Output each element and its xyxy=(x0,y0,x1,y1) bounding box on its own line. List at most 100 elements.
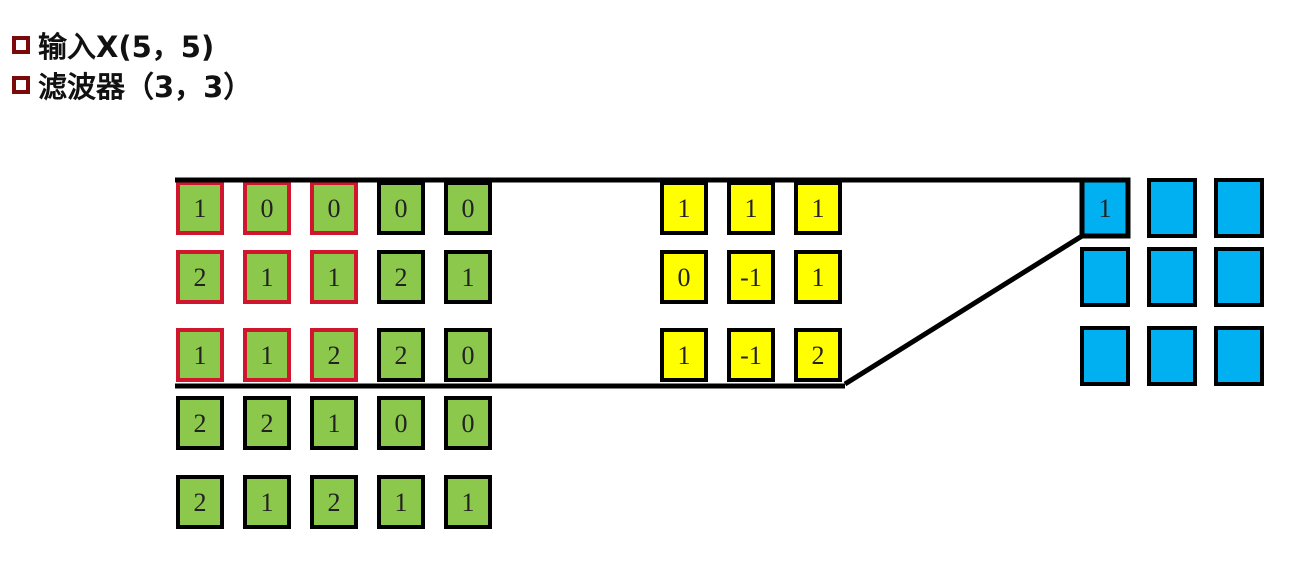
filter-cell: -1 xyxy=(727,328,775,382)
input-cell: 2 xyxy=(176,250,224,304)
input-cell: 2 xyxy=(176,475,224,529)
input-cell-value: 1 xyxy=(261,263,274,292)
input-cell: 1 xyxy=(444,250,492,304)
filter-cell: 1 xyxy=(660,181,708,235)
input-cell-box xyxy=(377,475,425,529)
input-cell: 1 xyxy=(444,475,492,529)
title-input: 输入X(5，5) xyxy=(12,24,214,66)
filter-cell: 1 xyxy=(660,328,708,382)
input-cell-box xyxy=(243,396,291,450)
input-cell: 1 xyxy=(176,181,224,235)
input-cell-box xyxy=(310,475,358,529)
square-bullet-icon xyxy=(12,76,30,94)
filter-cell-box xyxy=(660,250,708,304)
output-cell-box xyxy=(1147,326,1197,386)
input-cell-value: 1 xyxy=(261,341,274,370)
input-cell-value: 1 xyxy=(194,194,207,223)
output-cell-box xyxy=(1147,247,1197,307)
input-cell-box xyxy=(444,250,492,304)
input-cell-value: 0 xyxy=(395,194,408,223)
input-cell-value: 0 xyxy=(462,194,475,223)
input-cell-value: 2 xyxy=(194,409,207,438)
output-cell xyxy=(1214,326,1264,386)
filter-cell: 1 xyxy=(727,181,775,235)
input-cell-box xyxy=(310,396,358,450)
input-cell-box xyxy=(444,181,492,235)
output-cell-value: 1 xyxy=(1099,194,1112,223)
input-cell: 0 xyxy=(310,181,358,235)
input-cell-box xyxy=(176,181,224,235)
filter-cell-value: -1 xyxy=(740,263,762,292)
output-cell xyxy=(1147,178,1197,238)
output-cell: 1 xyxy=(1079,177,1131,239)
input-cell-box xyxy=(444,475,492,529)
filter-cell-box xyxy=(794,328,842,382)
input-cell-box xyxy=(176,250,224,304)
input-cell-value: 0 xyxy=(328,194,341,223)
input-cell-box xyxy=(243,475,291,529)
output-cell xyxy=(1147,247,1197,307)
output-cell-box xyxy=(1214,247,1264,307)
input-cell-box xyxy=(176,328,224,382)
input-cell: 0 xyxy=(377,181,425,235)
input-cell: 2 xyxy=(176,396,224,450)
filter-cell-box xyxy=(727,328,775,382)
input-cell: 1 xyxy=(243,475,291,529)
filter-cell-value: 1 xyxy=(812,194,825,223)
input-cell: 2 xyxy=(377,328,425,382)
filter-cell-value: 2 xyxy=(812,341,825,370)
filter-cell: 0 xyxy=(660,250,708,304)
filter-cell-box xyxy=(660,328,708,382)
input-cell-box xyxy=(377,181,425,235)
input-cell-box xyxy=(176,396,224,450)
filter-cell-value: -1 xyxy=(740,341,762,370)
input-cell: 0 xyxy=(444,328,492,382)
output-cell-box xyxy=(1214,326,1264,386)
input-cell-box xyxy=(243,328,291,382)
filter-cell: 1 xyxy=(794,181,842,235)
title-filter-text: 滤波器（3，3） xyxy=(38,70,253,104)
input-cell: 1 xyxy=(377,475,425,529)
input-cell: 2 xyxy=(310,475,358,529)
input-cell-value: 2 xyxy=(328,341,341,370)
filter-cell-box xyxy=(660,181,708,235)
input-cell-value: 1 xyxy=(328,263,341,292)
input-cell: 1 xyxy=(310,396,358,450)
filter-cell-box xyxy=(794,181,842,235)
input-cell-value: 0 xyxy=(261,194,274,223)
input-cell: 1 xyxy=(243,328,291,382)
diagonal-connector-line xyxy=(843,233,1084,387)
input-cell: 1 xyxy=(176,328,224,382)
input-cell-box xyxy=(310,328,358,382)
input-cell-value: 2 xyxy=(328,488,341,517)
input-cell-value: 1 xyxy=(395,488,408,517)
output-cell xyxy=(1080,247,1130,307)
filter-cell-box xyxy=(727,181,775,235)
output-matrix: 1 xyxy=(1079,177,1264,386)
input-cell-box xyxy=(310,250,358,304)
input-cell-value: 0 xyxy=(462,409,475,438)
input-cell-box xyxy=(176,475,224,529)
input-cell: 2 xyxy=(310,328,358,382)
output-cell xyxy=(1214,247,1264,307)
output-cell xyxy=(1147,326,1197,386)
filter-cell-value: 0 xyxy=(678,263,691,292)
input-cell: 1 xyxy=(310,250,358,304)
filter-cell: 2 xyxy=(794,328,842,382)
filter-cell-value: 1 xyxy=(745,194,758,223)
input-cell-box xyxy=(444,396,492,450)
input-cell-box xyxy=(377,328,425,382)
input-cell-value: 2 xyxy=(395,341,408,370)
input-cell-box xyxy=(444,328,492,382)
input-cell-value: 2 xyxy=(395,263,408,292)
output-cell-box xyxy=(1147,178,1197,238)
filter-cell: -1 xyxy=(727,250,775,304)
input-cell-value: 1 xyxy=(261,488,274,517)
output-cell-box xyxy=(1214,178,1264,238)
square-bullet-icon xyxy=(12,36,30,54)
input-cell-box xyxy=(243,181,291,235)
title-input-text: 输入X(5，5) xyxy=(38,30,215,64)
